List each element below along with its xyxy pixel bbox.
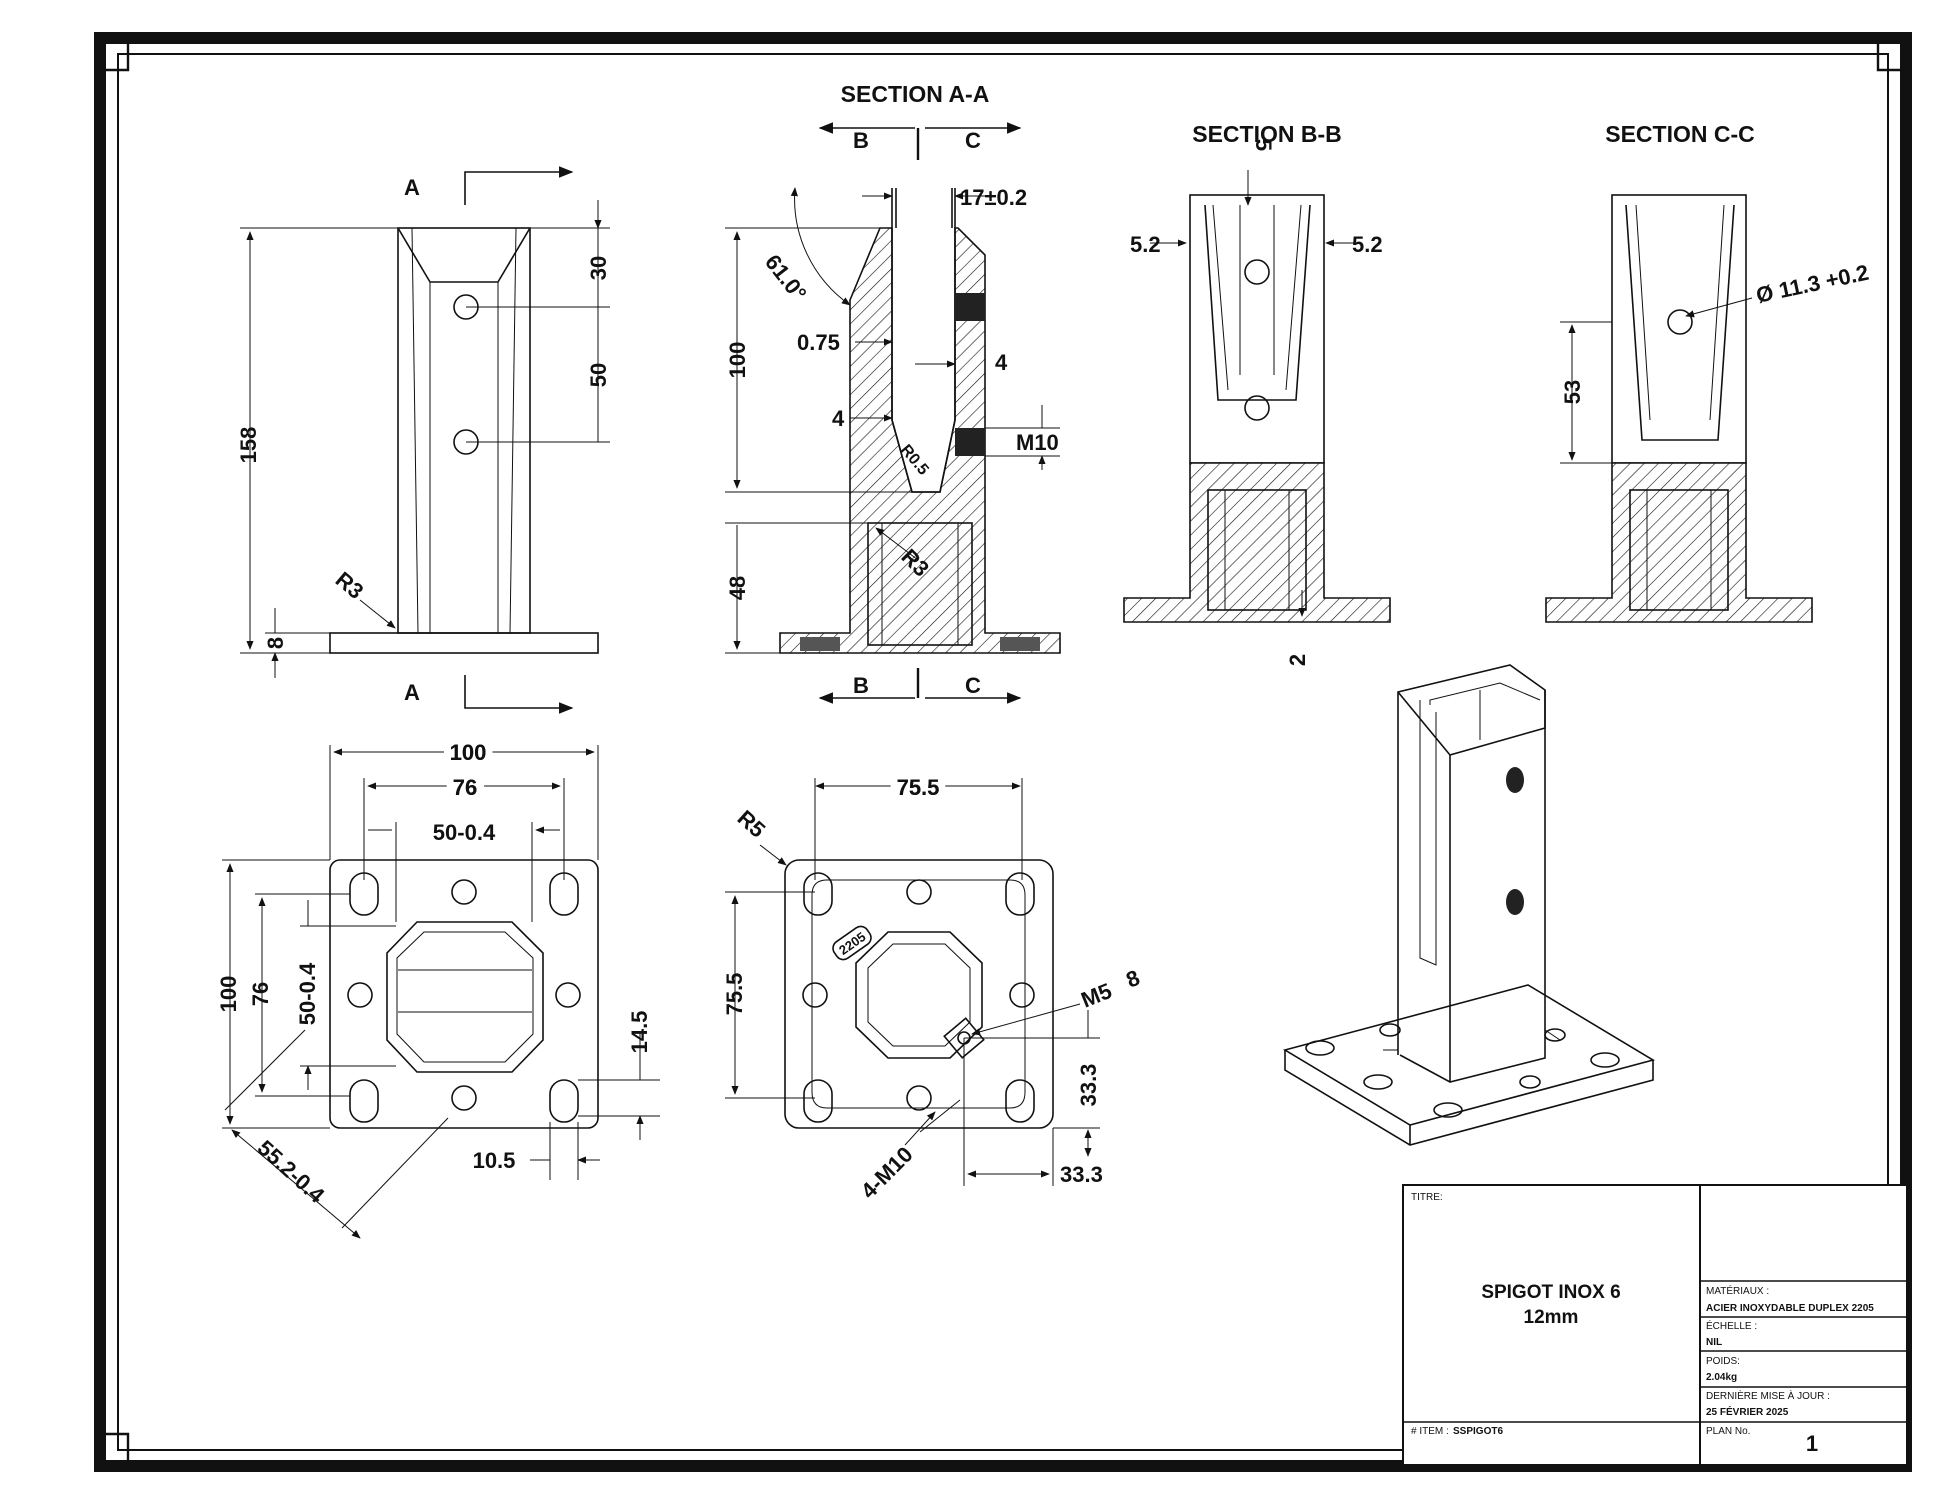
dim-hole-11-3: Ø 11.3 +0.2: [1754, 260, 1871, 308]
title-block: TITRE: SPIGOT INOX 6 12mm MATÉRIAUX : AC…: [1402, 1184, 1908, 1466]
dim-158: 158: [236, 427, 261, 464]
dim-30: 30: [586, 256, 611, 280]
dim-75-5-top-fg: 75.5: [897, 775, 940, 800]
cut-c-top: C: [965, 128, 981, 153]
bottom-view: 100 100 76 76 50-0.4 100 76 50-0.4 14.5 …: [216, 733, 660, 1239]
materiaux-value: ACIER INOXYDABLE DUPLEX 2205: [1706, 1303, 1874, 1314]
section-aa-title: SECTION A-A: [841, 81, 990, 107]
dim-76-top-fg: 76: [453, 775, 477, 800]
dim-m5: M5: [1078, 978, 1116, 1013]
section-cc-title: SECTION C-C: [1605, 121, 1755, 147]
poids-value: 2.04kg: [1706, 1372, 1737, 1383]
cut-c-bottom: C: [965, 673, 981, 698]
dim-100-left: 100: [216, 976, 241, 1013]
dim-depth-8: 8: [1123, 965, 1144, 993]
echelle-label: ÉCHELLE :: [1706, 1319, 1757, 1332]
materiaux-label: MATÉRIAUX :: [1706, 1284, 1769, 1297]
plan-label: PLAN No.: [1706, 1426, 1750, 1437]
dim-2-bottom: 2: [1285, 654, 1310, 666]
dim-5-2-left: 5.2: [1130, 232, 1161, 257]
section-cc-view: SECTION C-C Ø 11.3 +0.2 53: [1545, 121, 1871, 623]
top-view: 2205 75.5 75.5 R5 75.5 M5 8 33.3 33.3 4-…: [722, 775, 1143, 1204]
dim-50-top: 50-0.4: [433, 820, 496, 845]
dim-4-right: 4: [995, 350, 1008, 375]
isometric-view: [1282, 664, 1656, 1146]
dim-50: 50: [586, 363, 611, 387]
dim-50-left: 50-0.4: [295, 962, 320, 1025]
section-aa-view: SECTION A-A B C B C 100 48: [725, 81, 1061, 704]
dim-8: 8: [263, 637, 288, 649]
poids-label: POIDS:: [1706, 1356, 1740, 1367]
dim-48: 48: [725, 576, 750, 600]
dim-5-top: 5: [1251, 139, 1276, 151]
dim-100-top-fg: 100: [450, 740, 487, 765]
cut-label-a-bottom: A: [404, 680, 420, 705]
dim-75-5-left: 75.5: [722, 973, 747, 1016]
item-label: # ITEM :: [1411, 1426, 1449, 1437]
dim-14-5: 14.5: [627, 1011, 652, 1054]
section-bb-title: SECTION B-B: [1192, 121, 1342, 147]
dim-0-75: 0.75: [797, 330, 840, 355]
cut-b-bottom: B: [853, 673, 869, 698]
drawing-title-line1: SPIGOT INOX 6: [1481, 1282, 1620, 1303]
drawing-title-line2: 12mm: [1524, 1307, 1579, 1328]
dim-4-left: 4: [832, 406, 845, 431]
dim-r3-front: R3: [331, 567, 369, 604]
dim-5-2-right: 5.2: [1352, 232, 1383, 257]
stamp-2205: 2205: [836, 929, 868, 958]
material-stamp: 2205: [832, 925, 872, 961]
echelle-value: NIL: [1706, 1337, 1722, 1348]
dim-r5: R5: [733, 805, 771, 842]
dim-100-section: 100: [725, 342, 750, 379]
dim-53: 53: [1560, 380, 1585, 404]
dim-angle-61: 61.0°: [760, 250, 811, 306]
dim-76-left: 76: [248, 982, 273, 1006]
titre-label: TITRE:: [1411, 1192, 1443, 1203]
dim-33-3-bottom: 33.3: [1060, 1162, 1103, 1187]
dim-4-m10: 4-M10: [856, 1142, 918, 1204]
cut-label-a-top: A: [404, 175, 420, 200]
item-value: SSPIGOT6: [1453, 1426, 1503, 1437]
dim-m10: M10: [1016, 430, 1059, 455]
front-view: A A 158 30 50 8 R3: [236, 166, 611, 714]
plan-number: 1: [1806, 1431, 1818, 1456]
dim-55-2: 55.2-0.4: [253, 1135, 330, 1208]
dim-10-5: 10.5: [473, 1148, 516, 1173]
dim-33-3-right: 33.3: [1076, 1064, 1101, 1107]
cut-b-top: B: [853, 128, 869, 153]
section-bb-view: SECTION B-B 5.2 5.2 5 2: [1123, 121, 1391, 666]
maj-value: 25 FÉVRIER 2025: [1706, 1405, 1789, 1418]
sheet-border: [94, 32, 1912, 1472]
maj-label: DERNIÈRE MISE À JOUR :: [1706, 1389, 1830, 1402]
dim-17: 17±0.2: [960, 185, 1027, 210]
